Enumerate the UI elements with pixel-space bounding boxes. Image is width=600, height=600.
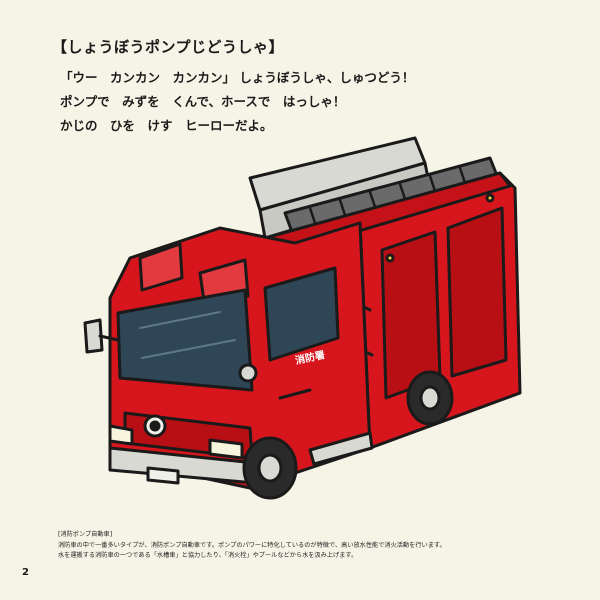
caption-heading: [消防ポンプ自動車]	[58, 531, 113, 538]
story-line-2: ポンプで みずを くんで、ホースで はっしゃ！	[60, 94, 346, 109]
roof-light-left	[138, 242, 184, 292]
windshield	[116, 288, 254, 392]
headlight-right	[208, 438, 244, 460]
caption-line-2: 水を運搬する消防車の一つである「水槽車」と協力したり、「消火栓」やプールなどから…	[58, 552, 358, 559]
page-title: 【しょうぼうポンプじどうしゃ】	[52, 38, 285, 56]
story-text: 「ウー カンカン カンカン」 しょうぼうしゃ、しゅつどう！ ポンプで みずを くん…	[60, 66, 414, 138]
compartment-door-2	[446, 206, 508, 378]
headlight-left	[108, 424, 134, 446]
story-line-1: 「ウー カンカン カンカン」 しょうぼうしゃ、しゅつどう！	[60, 70, 415, 85]
side-mirror	[83, 318, 104, 354]
fire-pump-truck-illustration: 消防署	[83, 136, 522, 500]
caption-block: [消防ポンプ自動車] 消防車の中で一番多いタイプが、消防ポンプ自動車です。ポンプ…	[58, 530, 578, 562]
page-number: 2	[22, 567, 29, 578]
caption-line-1: 消防車の中で一番多いタイプが、消防ポンプ自動車です。ポンプのパワーに特化している…	[58, 541, 446, 549]
side-window	[263, 266, 340, 362]
story-line-3: かじの ひを けす ヒーローだよ。	[60, 118, 273, 133]
license-plate	[146, 466, 180, 485]
